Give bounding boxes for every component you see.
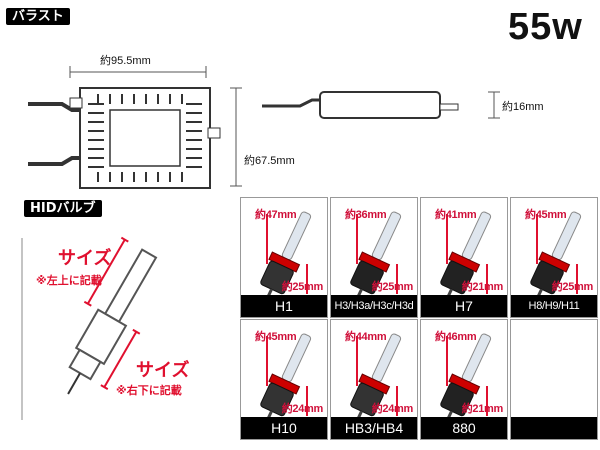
bulb-type-label: H7 (421, 295, 507, 317)
bulb-icon (260, 333, 312, 421)
bulb-size-diagram (21, 236, 158, 420)
bulb-bottom-length: 約21mm (461, 403, 504, 415)
bulb-bottom-length: 約24mm (371, 403, 414, 415)
bulb-top-length: 約36mm (345, 209, 387, 221)
bulb-bottom-length: 約25mm (551, 281, 594, 293)
ballast-width-label: 約95.5mm (100, 55, 151, 67)
bulb-icon (350, 211, 402, 299)
bulb-top-length: 約45mm (525, 209, 567, 221)
empty-card (510, 319, 598, 440)
ballast-drawing (28, 66, 500, 189)
empty-card-label (511, 417, 597, 439)
bulb-bottom-length: 約25mm (281, 281, 324, 293)
bulb-top-length: 約44mm (345, 331, 387, 343)
bulb-card: 約45mm 約24mm H10 (240, 319, 328, 440)
bulb-card: 約45mm 約25mm H8/H9/H11 (510, 197, 598, 318)
bulb-grid: 約47mm 約25mm H1 約36mm 約25mm H3/H3a/H3c/H3… (240, 197, 599, 440)
bulb-icon (440, 333, 492, 421)
bulb-icon (350, 333, 402, 421)
bulb-top-length: 約46mm (435, 331, 477, 343)
bulb-section-label: HIDバルブ (24, 200, 102, 217)
bulb-bottom-length: 約25mm (371, 281, 414, 293)
bulb-card: 約36mm 約25mm H3/H3a/H3c/H3d (330, 197, 418, 318)
bulb-type-label: H8/H9/H11 (511, 295, 597, 317)
bottom-size-label: サイズ (136, 360, 190, 381)
bottom-size-note: ※右下に記載 (116, 384, 182, 397)
bulb-type-label: H10 (241, 417, 327, 439)
bulb-bottom-length: 約24mm (281, 403, 324, 415)
wattage-label: 55w (508, 6, 583, 48)
bulb-card: 約41mm 約21mm H7 (420, 197, 508, 318)
bulb-bottom-length: 約21mm (461, 281, 504, 293)
bulb-top-length: 約41mm (435, 209, 477, 221)
top-size-note: ※左上に記載 (36, 274, 102, 287)
bulb-top-length: 約47mm (255, 209, 297, 221)
bulb-top-length: 約45mm (255, 331, 297, 343)
bulb-icon (440, 211, 492, 299)
bulb-icon (530, 211, 582, 299)
bulb-card: 約44mm 約24mm HB3/HB4 (330, 319, 418, 440)
bulb-type-label: H3/H3a/H3c/H3d (331, 295, 417, 317)
ballast-height-label: 約67.5mm (244, 155, 295, 167)
bulb-card: 約47mm 約25mm H1 (240, 197, 328, 318)
bulb-icon (260, 211, 312, 299)
bulb-type-label: H1 (241, 295, 327, 317)
ballast-section-label: バラスト (6, 8, 70, 25)
top-size-label: サイズ (58, 248, 112, 269)
ballast-depth-label: 約16mm (502, 101, 544, 113)
bulb-card: 約46mm 約21mm 880 (420, 319, 508, 440)
bulb-type-label: 880 (421, 417, 507, 439)
bulb-type-label: HB3/HB4 (331, 417, 417, 439)
